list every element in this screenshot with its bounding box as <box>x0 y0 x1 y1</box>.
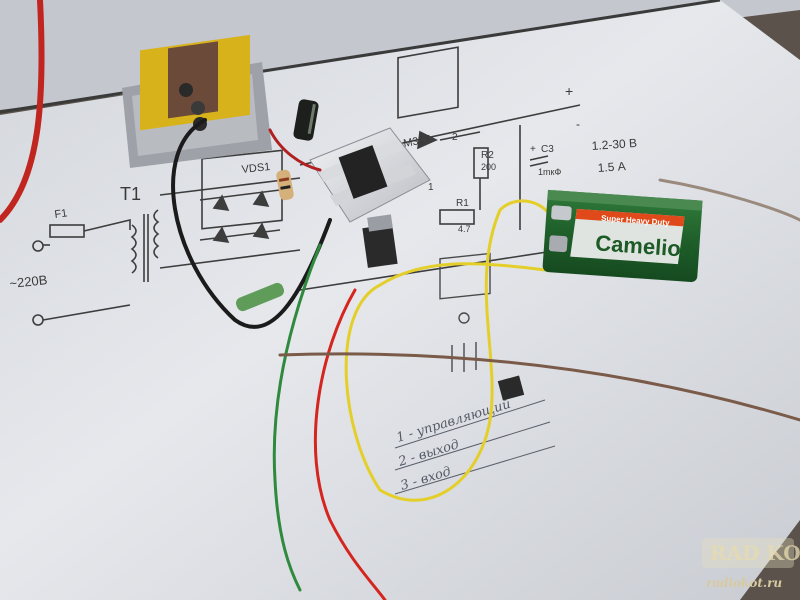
r1-ref-label: R1 <box>456 198 469 209</box>
lm317-chip <box>338 145 388 199</box>
resistor-r2 <box>473 147 489 179</box>
output-voltage-label: 1.2-30 В <box>591 136 637 153</box>
output-plus-label: + <box>565 83 573 99</box>
green-wire <box>272 243 322 592</box>
watermark-logo: RAD KOT <box>710 541 800 565</box>
resistor-r1 <box>439 209 475 225</box>
battery-9v: Super Heavy Duty Camelion <box>542 189 703 283</box>
site-watermark: RAD KOT radiokot.ru <box>702 538 800 590</box>
green-resistor <box>236 282 284 312</box>
watermark-site: radiokot.ru <box>706 576 782 590</box>
yellow-wire <box>344 199 552 502</box>
c3-ref-label: C3 <box>541 144 554 155</box>
fuse-label: F1 <box>54 207 68 221</box>
electrolytic-capacitor <box>293 99 319 141</box>
brown-wire-upper <box>658 178 800 222</box>
c3-polarity-label: + <box>530 144 536 155</box>
r2-ref-label: R2 <box>481 150 494 161</box>
pin-2-label: 2 <box>452 132 458 143</box>
output-minus-label: - <box>576 117 580 131</box>
black-wire <box>171 118 332 329</box>
heatsink <box>309 127 431 223</box>
transformer-primary <box>130 224 137 274</box>
paper-edge <box>0 0 721 114</box>
resistor-physical <box>276 169 294 201</box>
red-wire <box>313 288 387 600</box>
bridge-label: VDS1 <box>241 161 271 176</box>
transformer-label: T1 <box>120 184 141 204</box>
short-red-lead <box>268 128 322 172</box>
pin-1-label: 1 <box>428 182 434 193</box>
transformer-secondary <box>153 209 160 259</box>
wire-connector <box>497 375 525 401</box>
r1-value-label: 4.7 <box>458 224 471 234</box>
mains-terminal-top <box>32 240 44 252</box>
c3-value-label: 1mкФ <box>538 167 561 177</box>
brown-wire-lower <box>278 352 800 422</box>
regulator-symbol <box>397 46 459 119</box>
red-mains-wire <box>0 0 45 223</box>
transformer-physical <box>122 34 272 168</box>
notes-underlines <box>394 399 556 495</box>
mains-label: ~220В <box>9 272 48 291</box>
r2-value-label: 200 <box>481 162 496 172</box>
schematic-drawing <box>32 46 581 326</box>
output-current-label: 1.5 А <box>597 159 626 175</box>
regulator-label: LM317 <box>396 133 431 151</box>
to220-transistor <box>362 214 398 268</box>
